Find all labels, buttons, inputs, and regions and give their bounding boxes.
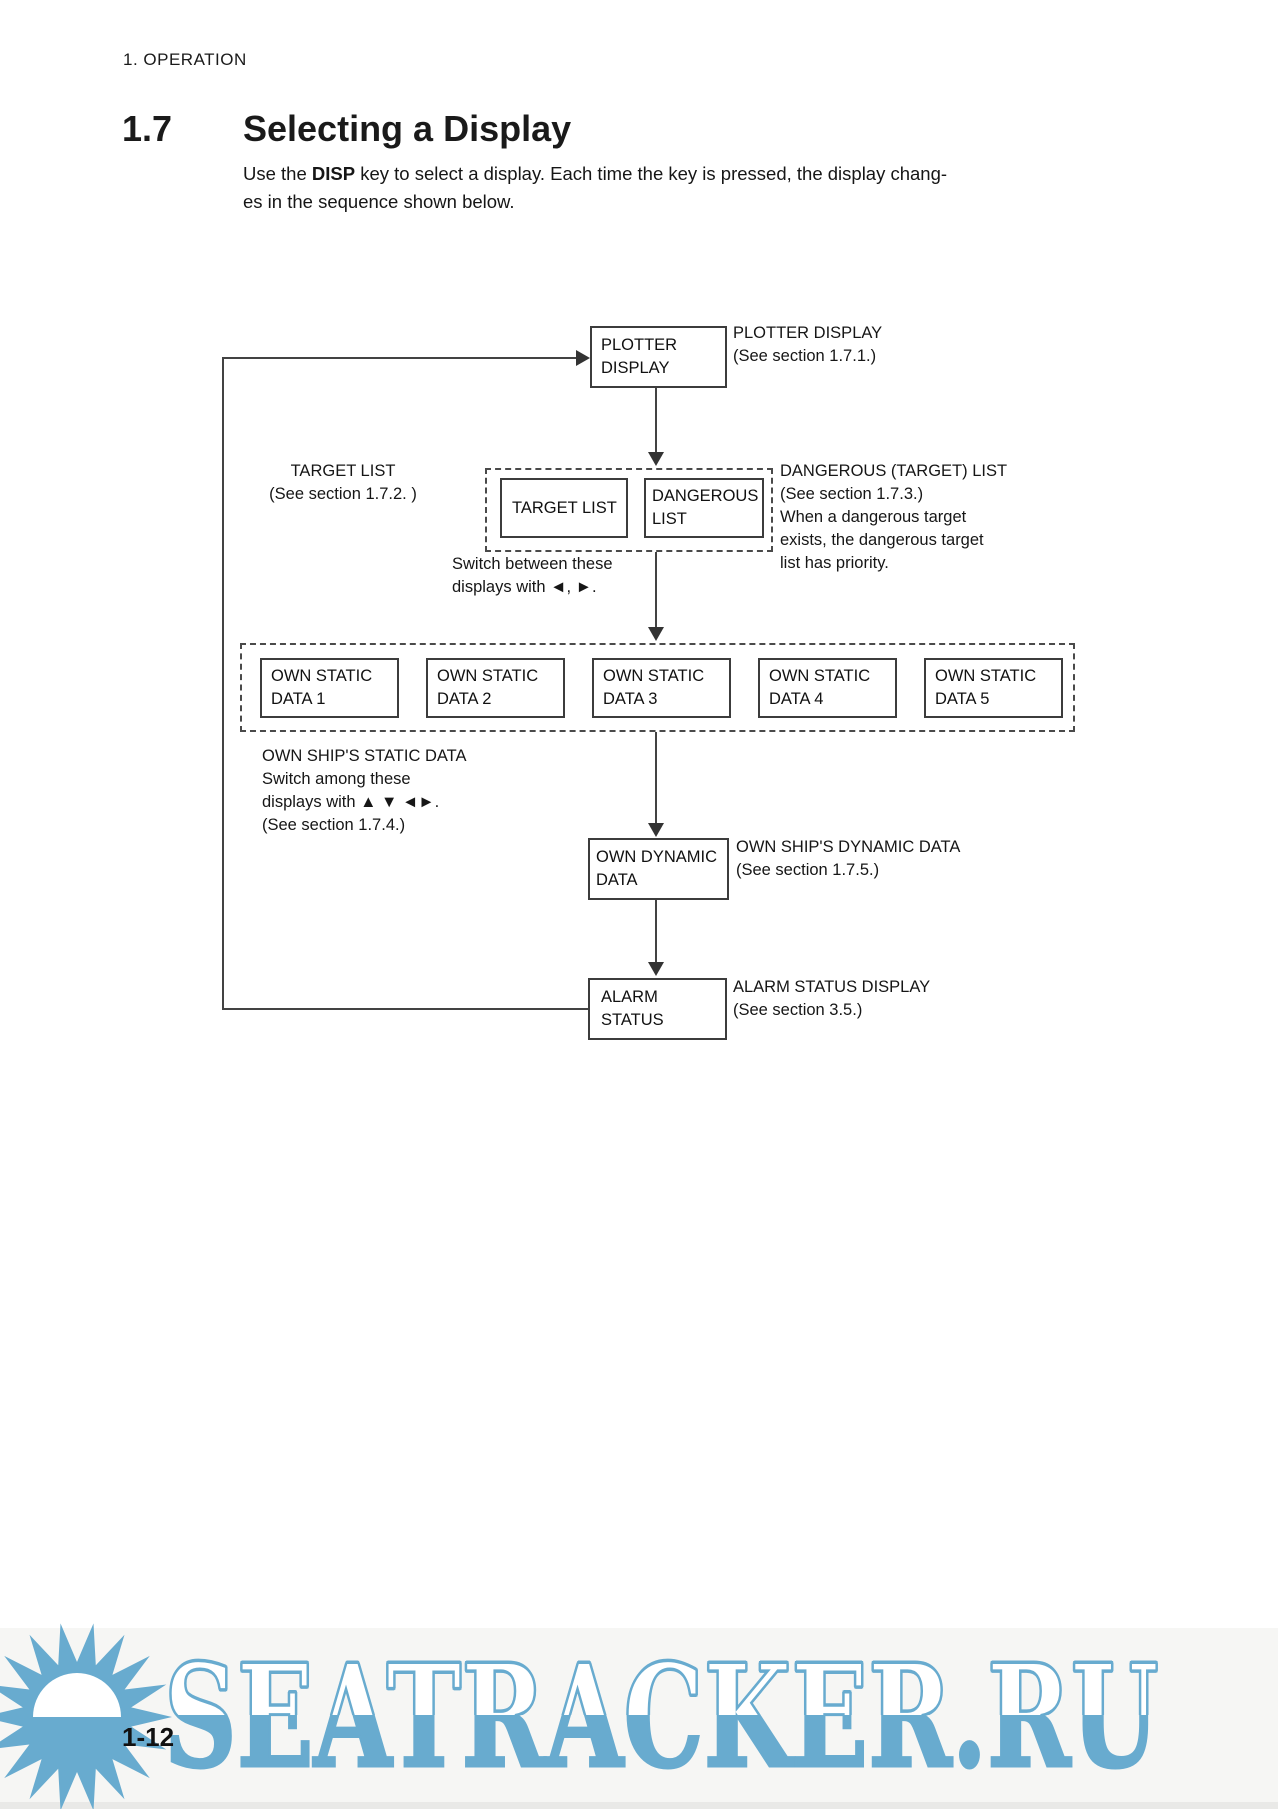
dangerous-note-line4: exists, the dangerous target (780, 531, 984, 549)
arrowhead-down-icon-4 (648, 962, 664, 976)
target-note-line1: TARGET LIST (290, 462, 396, 480)
loop-line-vertical (222, 357, 224, 1010)
dangerous-list-note: DANGEROUS (TARGET) LIST (See section 1.7… (780, 460, 1007, 575)
dangerous-note-line3: When a dangerous target (780, 508, 967, 526)
plotter-display-box: PLOTTER DISPLAY (590, 326, 727, 388)
static-note-line3: displays with ▲ ▼ ◄►. (262, 793, 440, 811)
intro-text: Use the (243, 163, 312, 184)
alarm-status-note: ALARM STATUS DISPLAY (See section 3.5.) (733, 976, 930, 1022)
arrowhead-down-icon-1 (648, 452, 664, 466)
plotter-note: PLOTTER DISPLAY (See section 1.7.1.) (733, 322, 882, 368)
dangerous-note-line5: list has priority. (780, 554, 889, 572)
target-list-note: TARGET LIST (See section 1.7.2. ) (248, 460, 438, 506)
sun-logo-icon (0, 1623, 172, 1809)
dangerous-note-line1: DANGEROUS (TARGET) LIST (780, 462, 1008, 480)
dynamic-data-note: OWN SHIP'S DYNAMIC DATA (See section 1.7… (736, 836, 960, 882)
watermark-bottom-half: SEATRACKER.RU (164, 1634, 1278, 1800)
plotter-note-line2: (See section 1.7.1.) (733, 347, 877, 365)
arrowhead-down-icon-3 (648, 823, 664, 837)
static-note-line4: (See section 1.7.4.) (262, 816, 406, 834)
intro-paragraph: Use the DISP key to select a display. Ea… (243, 160, 1033, 216)
footer-edge-strip (0, 1802, 1278, 1809)
intro-line-2: es in the sequence shown below. (243, 191, 515, 212)
footer-band (0, 1628, 1278, 1809)
watermark-text-outline: SEATRACKER.RU (164, 1634, 1160, 1800)
arrow-plotter-to-target (655, 388, 657, 453)
alarm-note-line2: (See section 3.5.) (733, 1001, 863, 1019)
section-number: 1.7 (122, 108, 173, 149)
loop-line-bottom (222, 1008, 588, 1010)
page-header: 1. OPERATION (123, 50, 247, 69)
disp-key-label: DISP (311, 163, 356, 184)
page-number: 1-12 (122, 1722, 175, 1752)
own-static-data-2-box: OWN STATIC DATA 2 (426, 658, 565, 718)
alarm-note-line1: ALARM STATUS DISPLAY (733, 978, 931, 996)
watermark-top-half: SEATRACKER.RU (164, 1634, 1278, 1800)
watermark-text-solid: SEATRACKER.RU (164, 1634, 1160, 1800)
static-data-note: OWN SHIP'S STATIC DATA Switch among thes… (262, 745, 467, 837)
target-group-dashed-box (485, 468, 773, 552)
static-note-line2: Switch among these (262, 770, 411, 788)
dangerous-note-line2: (See section 1.7.3.) (780, 485, 924, 503)
watermark: SEATRACKER.RU SEATRACKER.RU (164, 1646, 1278, 1788)
target-list-box: TARGET LIST (500, 478, 628, 538)
alarm-status-box: ALARM STATUS (588, 978, 727, 1040)
switch-between-note: Switch between these displays with ◄, ►. (452, 553, 613, 599)
arrow-target-to-static (655, 552, 657, 628)
arrow-dynamic-to-alarm (655, 900, 657, 963)
switch-note-line1: Switch between these (452, 555, 613, 573)
dynamic-note-line2: (See section 1.7.5.) (736, 861, 880, 879)
static-note-line1: OWN SHIP'S STATIC DATA (262, 747, 467, 765)
intro-text-cont: key to select a display. Each time the k… (355, 163, 948, 184)
intro-line-1: Use the DISP key to select a display. Ea… (243, 160, 1033, 188)
arrow-static-to-dynamic (655, 732, 657, 824)
arrowhead-into-plotter-icon (576, 350, 590, 366)
own-static-data-1-box: OWN STATIC DATA 1 (260, 658, 399, 718)
target-note-line2: (See section 1.7.2. ) (269, 485, 417, 503)
plotter-note-line1: PLOTTER DISPLAY (733, 324, 883, 342)
own-static-data-5-box: OWN STATIC DATA 5 (924, 658, 1063, 718)
loop-line-top (222, 357, 577, 359)
static-group-dashed-box (240, 643, 1075, 732)
switch-note-line2: displays with ◄, ►. (452, 578, 597, 596)
section-title: Selecting a Display (243, 108, 572, 149)
arrowhead-down-icon-2 (648, 627, 664, 641)
dynamic-note-line1: OWN SHIP'S DYNAMIC DATA (736, 838, 961, 856)
dangerous-list-box: DANGEROUS LIST (644, 478, 764, 538)
own-dynamic-data-box: OWN DYNAMIC DATA (588, 838, 729, 900)
own-static-data-4-box: OWN STATIC DATA 4 (758, 658, 897, 718)
own-static-data-3-box: OWN STATIC DATA 3 (592, 658, 731, 718)
